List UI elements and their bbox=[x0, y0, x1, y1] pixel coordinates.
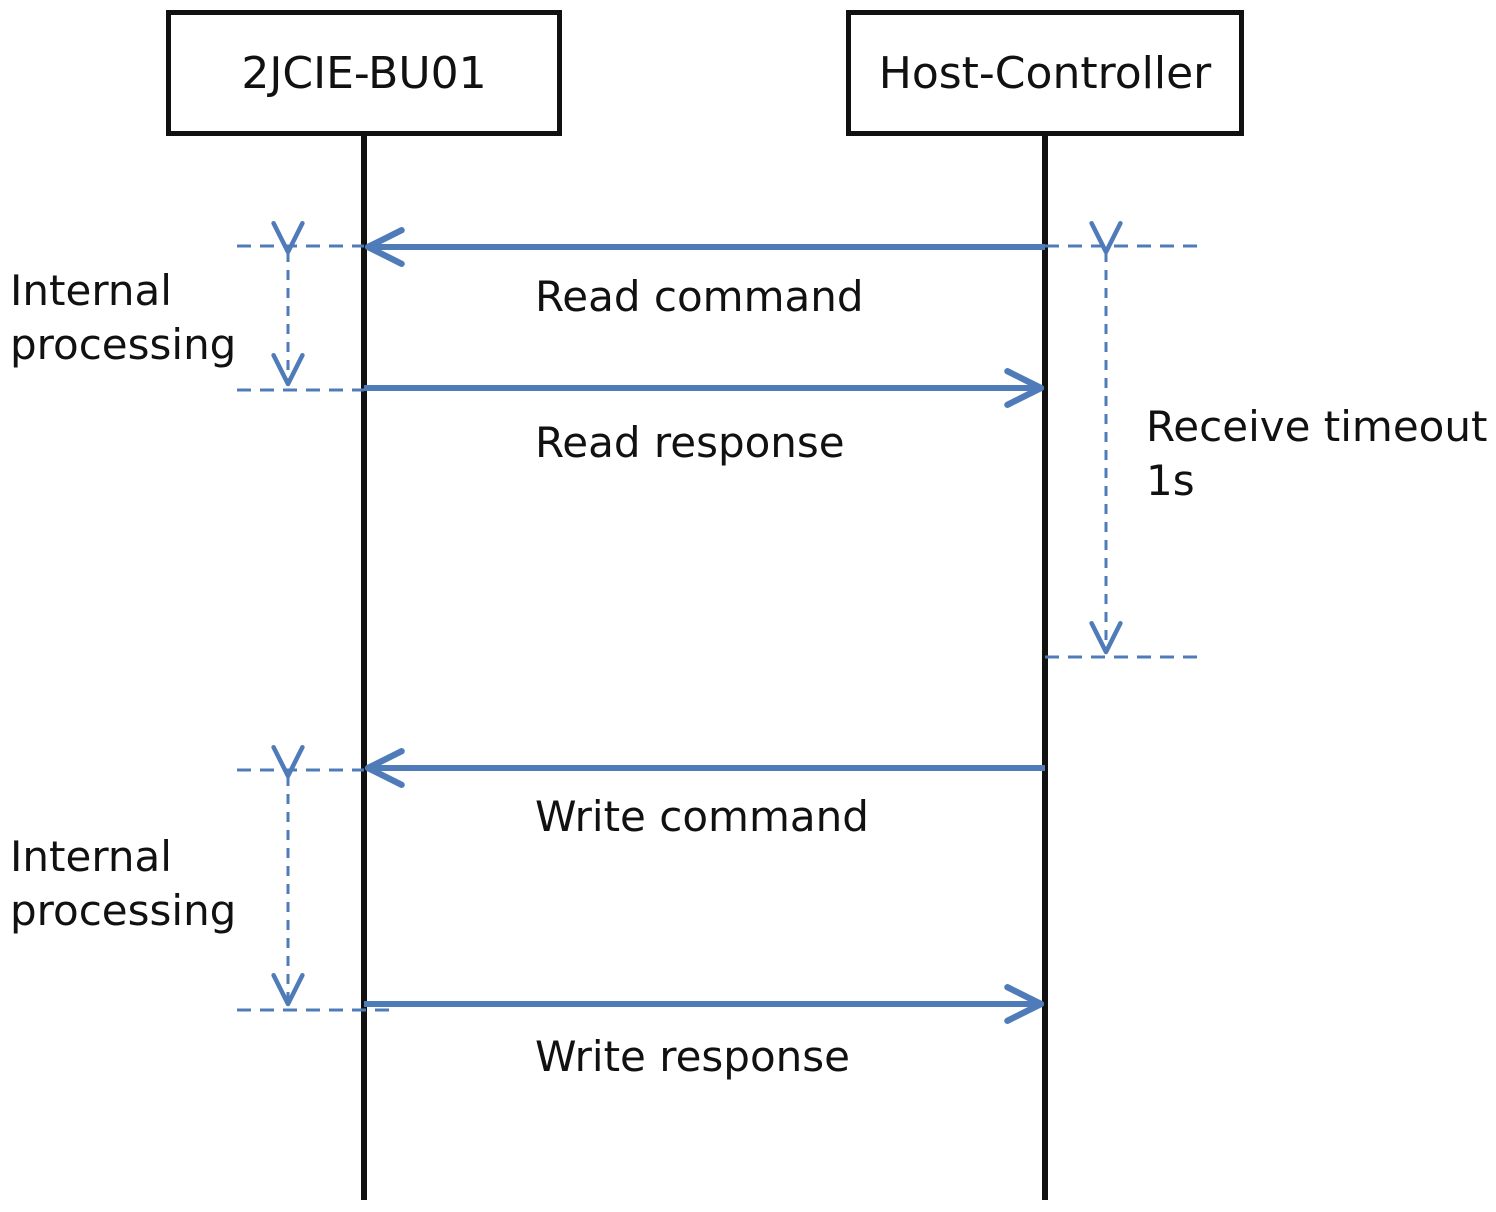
note-internal-processing-1-line2: processing bbox=[10, 320, 237, 369]
message-read-command-label: Read command bbox=[535, 272, 864, 321]
message-write-command-label: Write command bbox=[535, 792, 869, 841]
participant-host: Host-Controller bbox=[846, 10, 1244, 136]
note-receive-timeout: Receive timeout 1s bbox=[1146, 400, 1487, 508]
participant-host-label: Host-Controller bbox=[878, 47, 1212, 99]
note-internal-processing-1: Internal processing bbox=[10, 264, 236, 372]
note-internal-processing-1-line1: Internal bbox=[10, 266, 172, 315]
message-read-response-label: Read response bbox=[535, 418, 845, 467]
participant-device: 2JCIE-BU01 bbox=[166, 10, 562, 136]
note-receive-timeout-line1: Receive timeout bbox=[1146, 402, 1488, 451]
note-internal-processing-2-line1: Internal bbox=[10, 832, 172, 881]
message-write-response-label: Write response bbox=[535, 1032, 850, 1081]
participant-device-label: 2JCIE-BU01 bbox=[241, 47, 487, 99]
note-internal-processing-2: Internal processing bbox=[10, 830, 236, 938]
note-receive-timeout-line2: 1s bbox=[1146, 456, 1195, 505]
note-internal-processing-2-line2: processing bbox=[10, 886, 237, 935]
